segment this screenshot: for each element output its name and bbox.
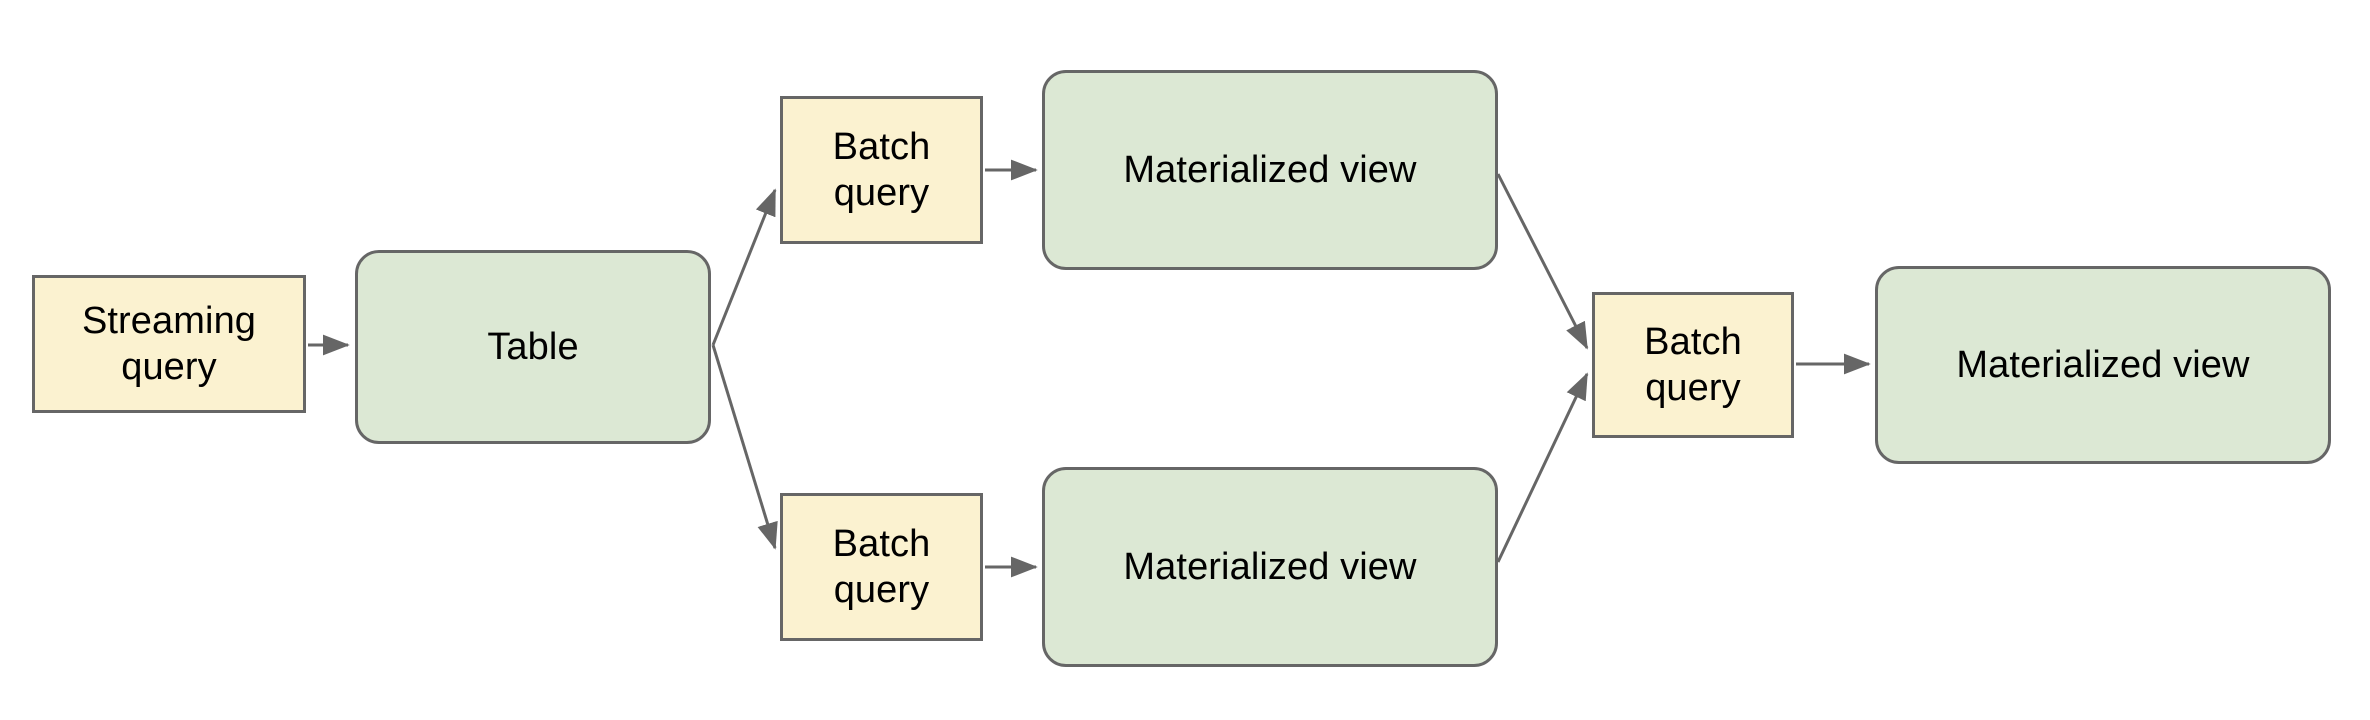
- node-materialized-view-top[interactable]: Materialized view: [1042, 70, 1498, 270]
- node-label-streaming-query: Streaming query: [81, 299, 257, 388]
- node-label-materialized-view-top: Materialized view: [1123, 148, 1417, 191]
- node-label-table: Table: [487, 325, 579, 368]
- node-label-batch-query-center: Batch query: [1644, 320, 1742, 409]
- edge-materialized-view-bottom-to-batch-query-center: [1496, 372, 1589, 563]
- node-batch-query-bottom[interactable]: Batch query: [780, 493, 983, 641]
- edge-table-to-batch-query-bottom: [711, 344, 778, 550]
- edge-table-to-batch-query-top: [711, 188, 777, 346]
- node-materialized-view-bottom[interactable]: Materialized view: [1042, 467, 1498, 667]
- node-streaming-query[interactable]: Streaming query: [32, 275, 306, 413]
- node-materialized-view-final[interactable]: Materialized view: [1875, 266, 2331, 464]
- node-label-materialized-view-final: Materialized view: [1956, 343, 2250, 386]
- node-table[interactable]: Table: [355, 250, 711, 444]
- node-label-materialized-view-bottom: Materialized view: [1123, 545, 1417, 588]
- node-label-batch-query-bottom: Batch query: [832, 522, 931, 611]
- node-label-batch-query-top: Batch query: [832, 125, 931, 214]
- node-batch-query-center[interactable]: Batch query: [1592, 292, 1794, 438]
- edge-group: [308, 159, 1871, 578]
- node-batch-query-top[interactable]: Batch query: [780, 96, 983, 244]
- edge-materialized-view-top-to-batch-query-center: [1496, 173, 1589, 350]
